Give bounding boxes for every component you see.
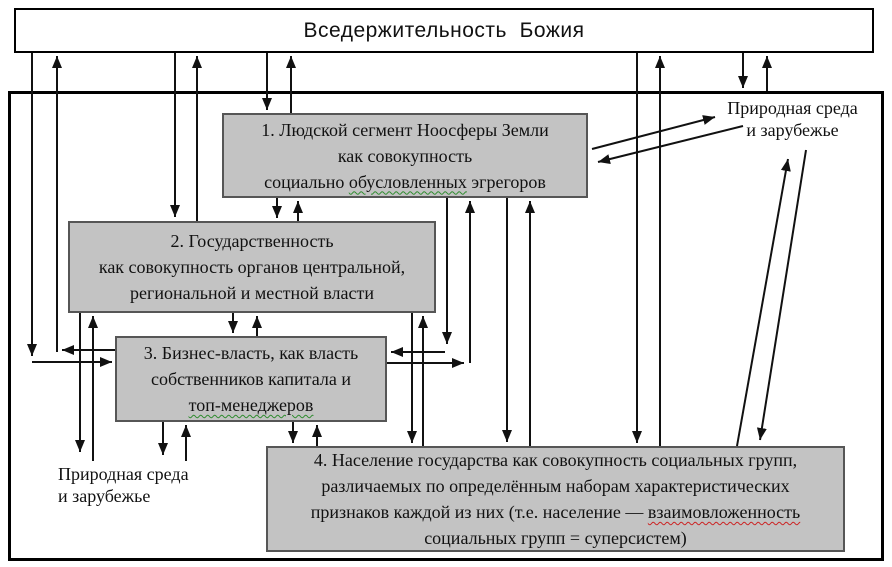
- box-population: 4. Население государства как совокупност…: [266, 446, 845, 552]
- box3-line3-marked: топ-менеджеров: [188, 395, 314, 415]
- label-natural-environment-top: Природная среда и зарубежье: [727, 98, 858, 140]
- box4-line2: различаемых по определённым наборам хара…: [321, 476, 790, 496]
- label-natural-environment-bottom: Природная среда и зарубежье: [58, 464, 189, 506]
- box3-line3: топ-менеджеров: [189, 392, 314, 418]
- box4-line3-marked: взаимовложенность: [647, 502, 801, 522]
- box2-line2: как совокупность органов центральной,: [98, 257, 406, 277]
- box1-line2: как совокупность: [337, 145, 473, 166]
- box-business-power: 3. Бизнес-власть, как власть собственник…: [115, 336, 387, 422]
- society-outer-box: [8, 91, 884, 561]
- box1-line3: социально обусловленных эгрегоров: [264, 169, 546, 195]
- box2-line1: 2. Государственность: [170, 231, 334, 251]
- box4-line4: социальных групп = суперсистем): [424, 528, 687, 548]
- box4-line3-pre: признаков каждой из них (т.е. население …: [310, 502, 648, 522]
- box3-line2: собственников капитала и: [151, 369, 351, 389]
- box1-line3-pre: социально: [264, 171, 349, 192]
- box3-line1: 3. Бизнес-власть, как власть: [143, 343, 359, 363]
- box-statehood: 2. Государственность как совокупность ор…: [68, 221, 436, 313]
- box4-line1: 4. Население государства как совокупност…: [313, 450, 798, 470]
- box-noosphere-segment: 1. Людской сегмент Ноосферы Земли как со…: [222, 113, 588, 198]
- box4-line3: признаков каждой из них (т.е. население …: [311, 499, 800, 525]
- box1-line3-marked: обусловленных: [348, 171, 467, 192]
- box1-line1: 1. Людской сегмент Ноосферы Земли: [261, 119, 549, 140]
- box1-line3-post: эгрегоров: [466, 171, 546, 192]
- god-omnipotence-title: Вседержительность Божия: [303, 18, 585, 42]
- god-omnipotence-box: Вседержительность Божия: [14, 8, 874, 53]
- box2-line3: региональной и местной власти: [129, 283, 375, 303]
